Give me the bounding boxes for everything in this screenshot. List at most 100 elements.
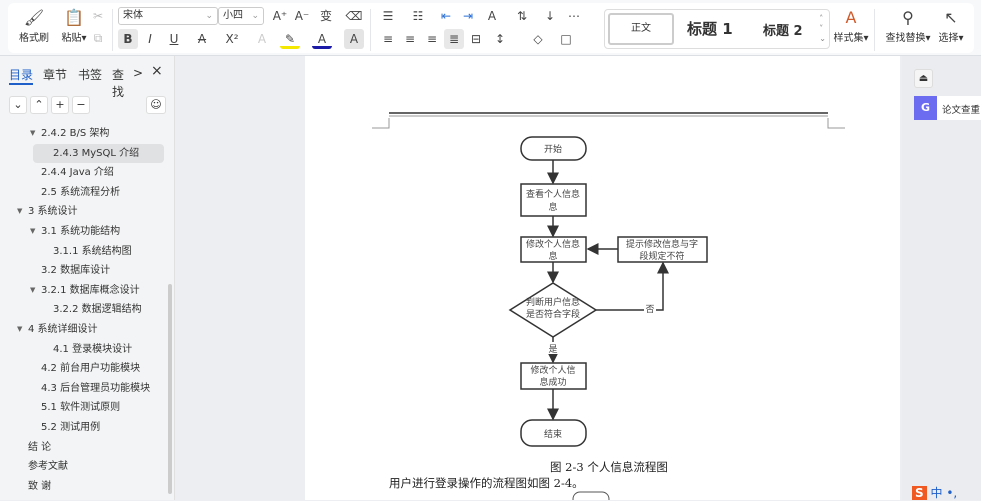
justify-icon[interactable]: ≣ [444, 29, 464, 49]
numbered-list-icon[interactable]: ☷ [412, 9, 424, 23]
underline-button[interactable]: U [169, 32, 179, 46]
font-size-select[interactable]: 小四⌄ [218, 7, 264, 25]
ribbon-toolbar: 🖌格式刷 📋粘贴▾ ✂ ⧉ 宋体⌄ 小四⌄ A⁺ A⁻ 变 ⌫ B I U A … [0, 0, 981, 56]
tab-find[interactable]: 查找 [112, 68, 125, 99]
svg-text:息成功: 息成功 [539, 376, 566, 388]
toc-item[interactable]: 3.1.1 系统结构图 [0, 242, 170, 262]
toc-item[interactable]: 2.4.4 Java 介绍 [0, 163, 170, 183]
ime-indicator[interactable]: S 中 •, [912, 484, 957, 501]
tabs-more-icon[interactable]: > [133, 66, 144, 80]
expand-arrow-icon[interactable]: ▼ [30, 285, 36, 294]
expand-icon[interactable]: ⌃ [30, 96, 48, 114]
figure-caption: 图 2-3 个人信息流程图 [550, 460, 668, 474]
toc-item-label: 3.1.1 系统结构图 [53, 245, 132, 257]
toc-item[interactable]: 4.2 前台用户功能模块 [0, 359, 170, 379]
align-right-icon[interactable]: ≡ [426, 32, 438, 46]
expand-arrow-icon[interactable]: ▼ [30, 129, 36, 137]
font-color-button[interactable]: A [312, 29, 332, 49]
toc-item[interactable]: ▼4 系统详细设计 [0, 320, 170, 340]
style-scroll-icon[interactable]: ˄˅⌄ [819, 14, 826, 43]
highlight-icon[interactable]: ✎ [280, 29, 300, 49]
style-normal[interactable]: 正文 [608, 13, 674, 45]
expand-arrow-icon[interactable]: ▼ [30, 226, 36, 235]
toc-item[interactable]: 3.2.2 数据逻辑结构 [0, 300, 170, 320]
shrink-font-icon[interactable]: A⁻ [294, 9, 310, 23]
line-spacing-icon[interactable]: ↕ [494, 32, 506, 46]
grow-font-icon[interactable]: A⁺ [272, 9, 288, 23]
italic-button[interactable]: I [148, 32, 152, 46]
collapse-icon[interactable]: ⌄ [9, 96, 27, 114]
scrollbar[interactable] [168, 284, 172, 494]
toc-item[interactable]: ▼3.1 系统功能结构 [0, 222, 170, 242]
toc-item-label: 3.2 数据库设计 [41, 265, 111, 277]
font-family-select[interactable]: 宋体⌄ [118, 7, 218, 25]
style-heading-2[interactable]: 标题 2 [763, 24, 803, 39]
strikethrough-button[interactable]: A [197, 32, 207, 46]
format-painter-button[interactable]: 🖌格式刷 [14, 7, 54, 44]
toc-item[interactable]: 3.2 数据库设计 [0, 261, 170, 281]
select-button[interactable]: ↖选择▾ [934, 7, 968, 44]
judge-label: 判断用户信息 [526, 296, 580, 308]
clear-format-icon[interactable]: ⌫ [345, 9, 363, 23]
phonetic-icon[interactable]: 变 [319, 9, 332, 23]
shading-icon[interactable]: ◇ [533, 32, 543, 46]
align-center-icon[interactable]: ≡ [404, 32, 416, 46]
toc-item[interactable]: ▼2.4.2 B/S 架构 [0, 124, 170, 144]
ai-assistant-icon[interactable]: ☺ [146, 96, 166, 114]
view-label: 查看个人信息 [526, 188, 580, 200]
toc-item[interactable]: 4.1 登录模块设计 [0, 340, 170, 360]
toc-item[interactable]: 参考文献 [0, 457, 170, 477]
hint-label: 提示修改信息与字 [626, 238, 698, 250]
collapse-panel-icon[interactable]: ⏏ [914, 69, 933, 88]
toc-item[interactable]: ▼3.2.1 数据库概念设计 [0, 281, 170, 301]
bullet-list-icon[interactable]: ☰ [382, 9, 394, 23]
cursor-icon: ↖ [944, 8, 958, 27]
show-marks-icon[interactable]: ⋯ [568, 9, 580, 23]
char-shading-button[interactable]: A [344, 29, 364, 49]
increase-indent-icon[interactable]: ⇥ [462, 9, 474, 23]
style-heading-1[interactable]: 标题 1 [687, 20, 733, 38]
arrow [596, 261, 669, 311]
align-left-icon[interactable]: ≡ [382, 32, 394, 46]
tab-chapters[interactable]: 章节 [43, 68, 68, 82]
sort-az-icon[interactable]: ↓ [544, 9, 556, 23]
expand-arrow-icon[interactable]: ▼ [17, 324, 23, 333]
modify-label: 修改个人信息 [526, 238, 580, 250]
decrease-indent-icon[interactable]: ⇤ [440, 9, 452, 23]
toc-item[interactable]: 4.3 后台管理员功能模块 [0, 379, 170, 399]
cut-icon[interactable]: ✂ [92, 9, 104, 23]
toc-item[interactable]: 5.2 测试用例 [0, 418, 170, 438]
paste-button[interactable]: 📋粘贴▾ [56, 7, 92, 44]
toc-item[interactable]: 5.1 软件测试原则 [0, 398, 170, 418]
brush-icon: 🖌 [23, 8, 45, 27]
plagiarism-check-button[interactable]: G 论文查重 [914, 96, 981, 120]
plagiarism-icon: G [914, 96, 937, 120]
copy-icon[interactable]: ⧉ [93, 31, 103, 45]
find-replace-button[interactable]: ⚲查找替换▾ [880, 7, 936, 44]
add-heading-icon[interactable]: + [51, 96, 69, 114]
toc-item[interactable]: 结 论 [0, 438, 170, 458]
hint-node [617, 236, 708, 263]
remove-heading-icon[interactable]: − [72, 96, 90, 114]
toc-item[interactable]: 致 谢 [0, 477, 170, 497]
text-effect-icon[interactable]: A [257, 32, 267, 46]
distribute-icon[interactable]: ⊟ [470, 32, 482, 46]
tab-toc[interactable]: 目录 [9, 66, 34, 85]
toc-item[interactable]: 2.5 系统流程分析 [0, 183, 170, 203]
text-direction-icon[interactable]: A [487, 9, 497, 23]
expand-arrow-icon[interactable]: ▼ [17, 207, 23, 216]
toc-item[interactable]: 2.4.3 MySQL 介绍 [33, 143, 164, 164]
toc-item[interactable]: ▼ 3 系统设计 [0, 202, 170, 222]
toc-item-label: 3.2.2 数据逻辑结构 [53, 304, 142, 316]
view-info-node [520, 183, 587, 217]
toc-item-label: 5.2 测试用例 [41, 421, 101, 433]
sort-icon[interactable]: ⇅ [516, 9, 528, 23]
superscript-button[interactable]: X² [225, 32, 239, 46]
border-icon[interactable]: □ [560, 32, 572, 46]
tab-bookmarks[interactable]: 书签 [78, 68, 103, 82]
toc-item-label: 3 系统设计 [28, 206, 78, 218]
bold-button[interactable]: B [118, 29, 138, 49]
close-icon[interactable]: × [151, 63, 163, 79]
